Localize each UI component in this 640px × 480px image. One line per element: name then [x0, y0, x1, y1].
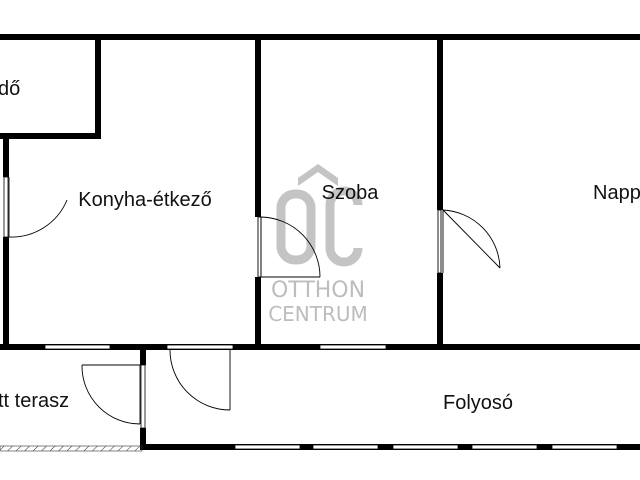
door-corridor[interactable] — [169, 349, 231, 411]
room-label-szoba: Szoba — [322, 182, 380, 204]
room-label-nappali: Napp — [593, 182, 640, 204]
room-label-top-left: dő — [0, 78, 20, 100]
door-nappali[interactable] — [437, 209, 501, 274]
watermark-logo: OTTHON CENTRUM — [268, 164, 368, 326]
door-szoba[interactable] — [257, 216, 321, 278]
door-terrace[interactable] — [81, 364, 141, 425]
room-label-corridor: Folyosó — [443, 392, 513, 414]
room-label-terrace: tt terasz — [0, 390, 69, 412]
walls — [0, 34, 640, 450]
door-kitchen[interactable] — [8, 177, 68, 238]
watermark-line1: OTTHON — [271, 278, 365, 303]
terrace-railing — [0, 445, 143, 452]
room-label-kitchen: Konyha-étkező — [78, 189, 211, 211]
doors — [8, 177, 501, 425]
windows — [3, 176, 618, 450]
watermark-line2: CENTRUM — [268, 302, 368, 326]
